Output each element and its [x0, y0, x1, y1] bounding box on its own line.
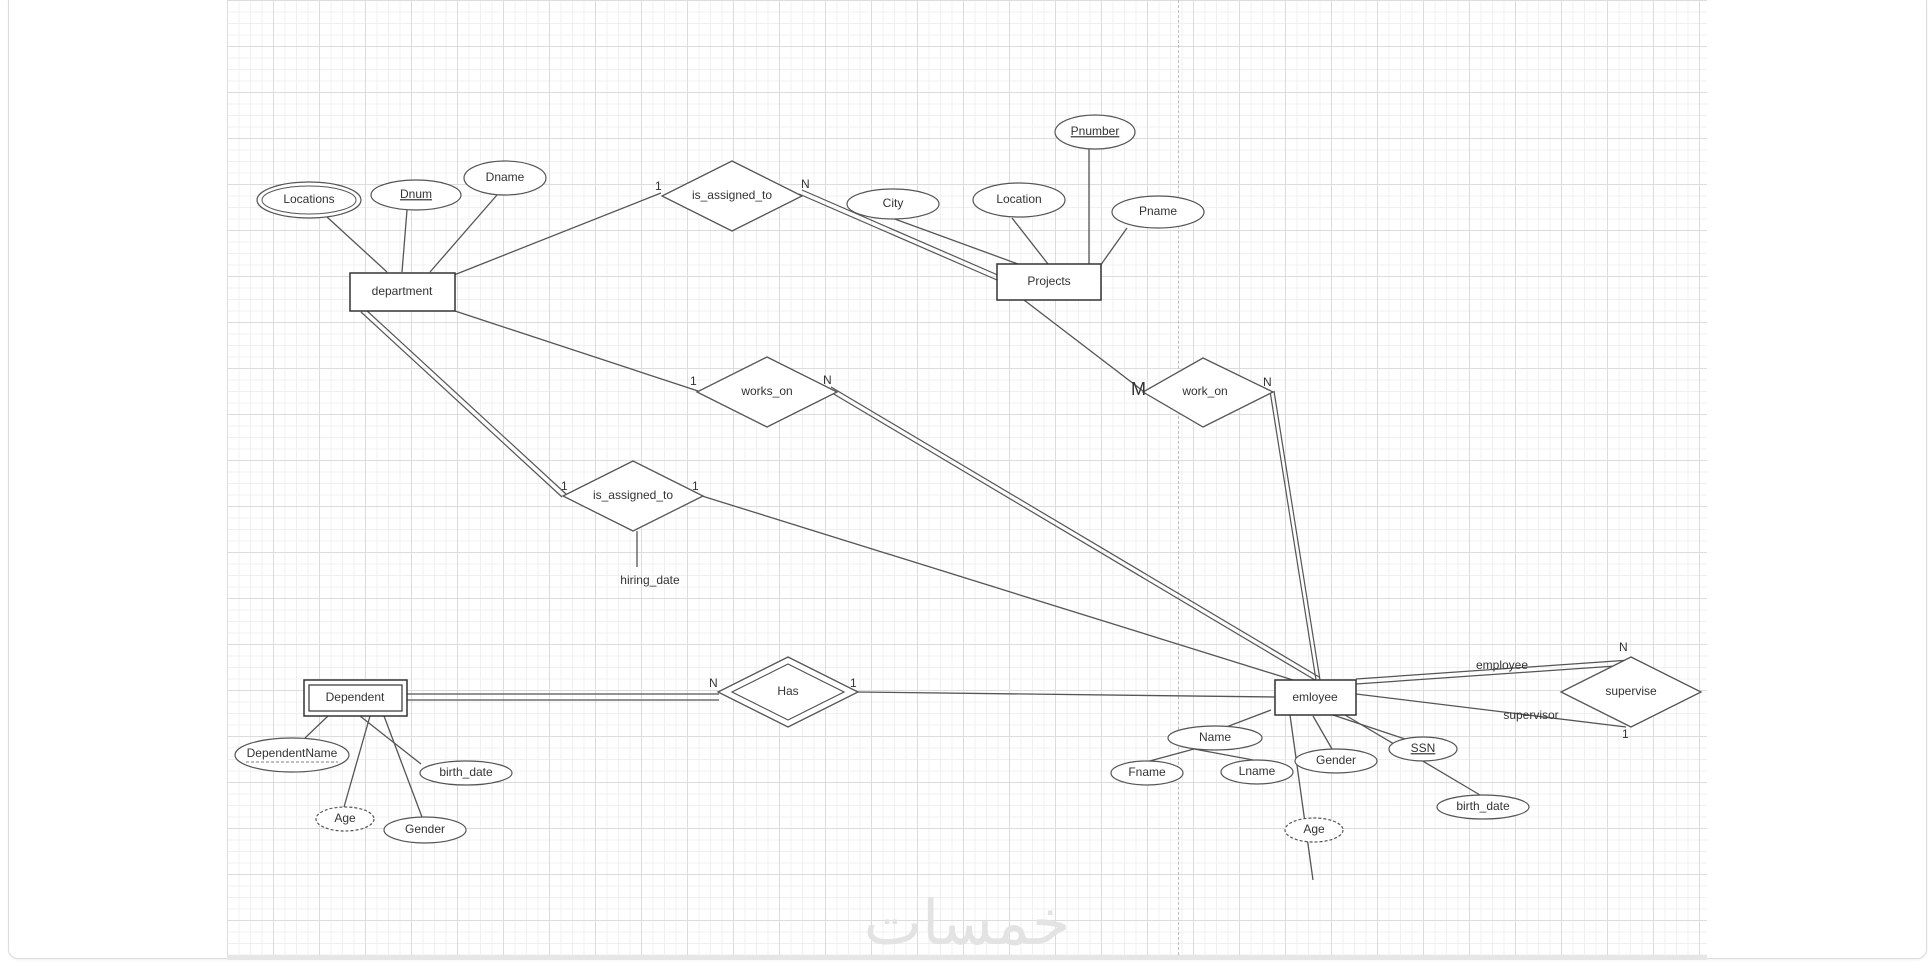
attr-ssn: SSN: [1388, 736, 1458, 762]
card-w-emp: N: [1263, 375, 1272, 389]
entity-projects: Projects: [996, 263, 1102, 301]
attr-dep-age-label: Age: [334, 811, 356, 825]
attr-pnumber: Pnumber: [1054, 114, 1136, 150]
attr-dependent-name: DependentName: [234, 737, 350, 773]
attr-lname: Lname: [1220, 759, 1294, 785]
attr-city-label: City: [883, 196, 904, 210]
attr-gender-label: Gender: [1316, 753, 1356, 767]
attr-hiring-date-label: hiring_date: [620, 573, 680, 587]
entity-projects-label: Projects: [1027, 274, 1070, 288]
relationship-supervise: supervise: [1559, 656, 1703, 728]
attr-name: Name: [1167, 725, 1263, 751]
attr-age-label: Age: [1303, 822, 1325, 836]
attr-locations: Locations: [256, 181, 362, 219]
card-wo-emp: N: [823, 373, 832, 387]
relationship-is-assigned-to-employee-label: is_assigned_to: [593, 488, 673, 502]
card-wo-dept: 1: [690, 374, 697, 388]
diagram-canvas: [227, 0, 1707, 960]
relationship-supervise-label: supervise: [1605, 684, 1657, 698]
entity-employee-label: emloyee: [1292, 690, 1338, 704]
entity-dependent: Dependent: [303, 679, 408, 717]
attr-dependent-name-label: DependentName: [247, 746, 338, 760]
relationship-work-on-label: work_on: [1181, 384, 1227, 398]
attr-pname-label: Pname: [1139, 204, 1177, 218]
attr-name-label: Name: [1199, 730, 1231, 744]
card-sup-1: 1: [1622, 727, 1629, 741]
card-dp-dept: 1: [655, 179, 662, 193]
relationship-is-assigned-to-project: is_assigned_to: [660, 160, 804, 232]
attr-lname-label: Lname: [1239, 764, 1276, 778]
attr-locations-label: Locations: [283, 192, 334, 206]
card-has-dep: N: [709, 676, 718, 690]
relationship-works-on: works_on: [695, 356, 839, 428]
card-has-emp: 1: [850, 676, 857, 690]
card-w-proj: M: [1131, 379, 1146, 399]
attr-birth-date-label: birth_date: [1456, 799, 1510, 813]
attr-city: City: [846, 188, 940, 220]
card-sup-n: N: [1619, 640, 1628, 654]
relationship-has: Has: [716, 656, 860, 728]
total-participation-lines: [360, 189, 1631, 701]
relationship-is-assigned-to-project-label: is_assigned_to: [692, 188, 772, 202]
attr-dnum: Dnum: [370, 179, 462, 211]
attr-fname: Fname: [1110, 760, 1184, 786]
attr-dname: Dname: [463, 160, 547, 196]
attr-dname-label: Dname: [486, 170, 525, 184]
attr-birth-date: birth_date: [1436, 794, 1530, 820]
attr-age: Age: [1284, 817, 1344, 843]
entity-dependent-label: Dependent: [326, 690, 385, 704]
attr-dep-gender-label: Gender: [405, 822, 445, 836]
entity-department-label: department: [372, 284, 433, 298]
attr-pname: Pname: [1111, 195, 1205, 229]
attr-pnumber-label: Pnumber: [1071, 124, 1120, 138]
attr-location: Location: [972, 182, 1066, 218]
connector-lines: [304, 146, 1627, 881]
watermark-logo: خمسات: [864, 886, 1071, 959]
relationship-work-on: work_on: [1141, 357, 1275, 428]
attr-dep-birth-date-label: birth_date: [439, 765, 493, 779]
card-dp-proj: N: [801, 177, 810, 191]
role-employee-label: employee: [1476, 658, 1528, 672]
attr-location-label: Location: [996, 192, 1041, 206]
relationship-works-on-label: works_on: [740, 384, 792, 398]
entity-employee: emloyee: [1274, 679, 1357, 716]
attr-ssn-label: SSN: [1411, 741, 1436, 755]
attr-dep-age: Age: [315, 806, 375, 832]
attr-dep-gender: Gender: [383, 816, 467, 844]
page-break-line: [1178, 0, 1179, 955]
relationship-has-label: Has: [777, 684, 798, 698]
card-de-emp: 1: [692, 479, 699, 493]
attr-dep-birth-date: birth_date: [419, 760, 513, 786]
entity-department: department: [349, 272, 456, 312]
attr-gender: Gender: [1294, 748, 1378, 774]
attr-dnum-label: Dnum: [400, 187, 432, 201]
attr-fname-label: Fname: [1128, 765, 1166, 779]
card-de-dept: 1: [561, 479, 568, 493]
role-supervisor-label: supervisor: [1503, 708, 1558, 722]
relationship-is-assigned-to-employee: is_assigned_to: [561, 460, 705, 532]
